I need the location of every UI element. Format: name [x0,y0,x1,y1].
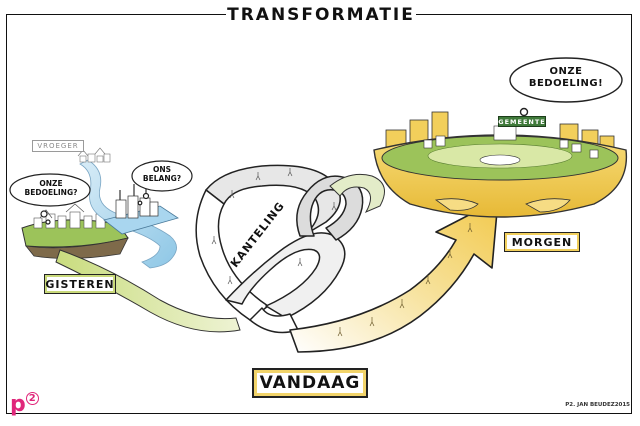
industry-platform [103,184,179,235]
bubble-left-line-2: BEDOELING? [24,187,78,197]
bubble-left-line-1: ONZE [39,179,63,188]
artist-credit: P2. JAN BEUDEZ2015 [565,402,630,408]
upper-ribbon [329,173,385,214]
kanteling-twist [195,164,364,334]
bubble-left-text: ONZE BEDOELING? [14,179,88,197]
logo-letter: p [10,392,26,417]
twist-figures [211,168,337,285]
gisteren-label: GISTEREN [44,274,116,294]
gemeente-sign: GEMEENTE [498,116,546,127]
arrow-figures [337,223,473,337]
page-title: TRANSFORMATIE [226,4,416,26]
bubble-middle-line-1: ONS [152,165,172,174]
bubble-left-shape [9,173,91,225]
bubble-right-line-2: BEDOELING! [528,77,604,89]
bubble-right-text: ONZE BEDOELING! [512,66,620,89]
bubble-middle-line-2: BELANG? [142,173,182,183]
bubble-mid-shape [131,160,193,206]
vroeger-village [77,147,111,163]
gisteren-island [21,203,129,259]
vroeger-label: VROEGER [32,140,84,152]
logo-superscript: 2 [25,391,39,405]
vandaag-label: VANDAAG [252,368,368,398]
morgen-label: MORGEN [504,232,580,252]
morgen-bowl [373,111,628,218]
vroeger-river [79,159,177,269]
bubble-middle-text: ONS BELANG? [134,165,190,183]
bubble-right-line-1: ONZE [549,66,583,77]
